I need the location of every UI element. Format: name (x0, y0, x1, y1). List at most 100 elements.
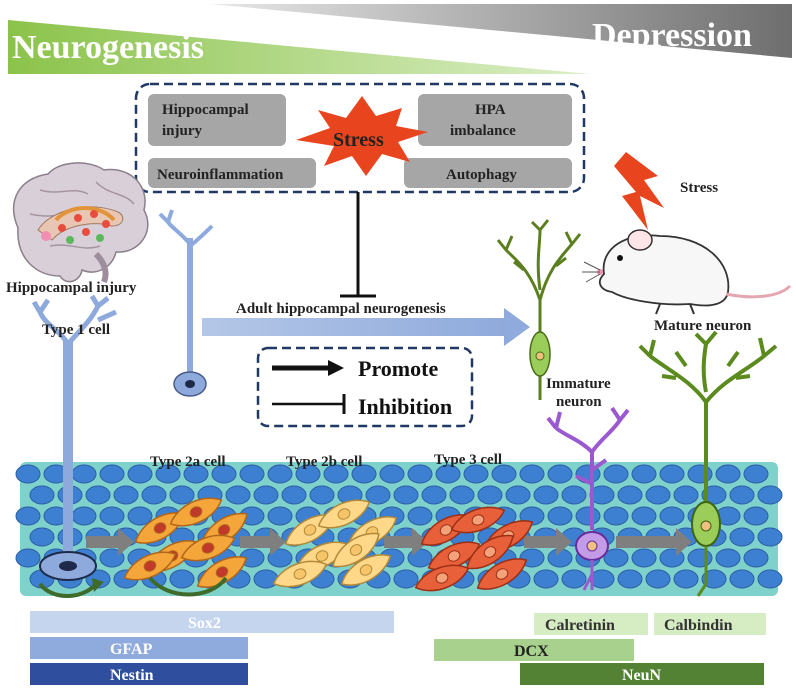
tissue-cell (309, 485, 335, 505)
marker-bar-sox2 (30, 611, 394, 633)
marker-label-dcx: DCX (514, 643, 549, 660)
tissue-cell (757, 569, 783, 589)
type2b-cells (272, 499, 398, 588)
tissue-cell (15, 506, 41, 526)
marker-bar-neun (520, 663, 764, 685)
tissue-cell (589, 569, 615, 589)
tissue-cell (491, 464, 517, 484)
progenitor-cell (466, 534, 514, 570)
tissue-cell (617, 569, 643, 589)
marker-bar-calretinin (534, 613, 648, 635)
tissue-cell (155, 464, 181, 484)
tissue-cell (631, 548, 657, 568)
tissue-cell (729, 569, 755, 589)
progenitor-cell (332, 532, 380, 568)
tissue-cell (715, 464, 741, 484)
marker-label-neun: NeuN (622, 667, 662, 684)
brain-illustration (13, 162, 149, 284)
tissue-cell (505, 485, 531, 505)
type3-cell-label: Type 3 cell (434, 452, 502, 468)
type2a-cycle-arrow (148, 576, 228, 597)
stage-arrow-2 (240, 528, 286, 556)
marker-bar-gfap (30, 637, 248, 659)
tissue-cell (547, 506, 573, 526)
green-neuron-small (496, 219, 582, 400)
marker-label-sox2: Sox2 (188, 615, 221, 632)
tissue-cell (295, 464, 321, 484)
progenitor-cell (272, 560, 328, 588)
tissue-cell (603, 464, 629, 484)
tissue-cell (519, 464, 545, 484)
progenitor-cell (450, 506, 506, 534)
tissue-cell (183, 464, 209, 484)
marker-bar-nestin (30, 663, 248, 685)
tissue-cell (29, 527, 55, 547)
progenitor-cell (317, 499, 371, 529)
tissue-cell (673, 485, 699, 505)
tissue-cell (603, 506, 629, 526)
tissue-cell (533, 569, 559, 589)
tissue-cell (659, 464, 685, 484)
tissue-cell (267, 506, 293, 526)
tissue-cell (631, 506, 657, 526)
adult-neurogenesis-label: Adult hippocampal neurogenesis (236, 301, 446, 317)
depression-label: Depression (592, 17, 752, 54)
hippocampal-injury-label: Hippocampal injury (6, 280, 137, 296)
factor-label-hpa-1: HPA (475, 102, 506, 118)
tissue-cell (239, 464, 265, 484)
tissue-cell (113, 485, 139, 505)
tissue-cell (617, 485, 643, 505)
tissue-cell (393, 485, 419, 505)
tissue-cell (631, 464, 657, 484)
tissue-cell (743, 464, 769, 484)
tissue-cell (85, 485, 111, 505)
tissue-cell (673, 569, 699, 589)
mouse-stress-label: Stress (680, 180, 718, 196)
type2a-cell-label: Type 2a cell (150, 454, 226, 470)
tissue-cell (407, 506, 433, 526)
tissue-cell (169, 485, 195, 505)
tissue-cell (687, 548, 713, 568)
immature-neuron-label-1: Immature (546, 376, 611, 392)
type2b-cell-label: Type 2b cell (286, 454, 362, 470)
tissue-cell (379, 464, 405, 484)
neurogenesis-flow-arrow (202, 308, 530, 346)
factor-label-hpa-2: imbalance (450, 123, 516, 139)
factor-label-autophagy: Autophagy (446, 167, 517, 183)
tissue-cell (561, 485, 587, 505)
tissue-cell (757, 527, 783, 547)
tissue-cell (127, 506, 153, 526)
stage-arrow-4 (524, 528, 572, 556)
neurogenesis-label: Neurogenesis (12, 29, 204, 66)
tissue-cell (323, 464, 349, 484)
tissue-cell (281, 485, 307, 505)
neurogenesis-wedge (8, 20, 590, 74)
tissue-cell (351, 464, 377, 484)
tissue-cell (477, 485, 503, 505)
immature-neuron-label-2: neuron (556, 394, 602, 410)
depression-wedge (210, 4, 792, 58)
tissue-cell (449, 485, 475, 505)
factor-box-hippocampal-injury (148, 94, 286, 146)
progenitor-cell (123, 551, 177, 581)
stress-center-label: Stress (333, 129, 384, 151)
marker-label-calbindin: Calbindin (664, 617, 733, 634)
tissue-cell (225, 485, 251, 505)
tissue-cell (71, 506, 97, 526)
type1-cell-label: Type 1 cell (42, 322, 110, 338)
stage-arrow-3 (384, 528, 428, 556)
tissue-cell (561, 569, 587, 589)
marker-bar-dcx (434, 639, 634, 661)
tissue-cell (757, 485, 783, 505)
factor-box-autophagy (404, 158, 572, 188)
tissue-cell (127, 464, 153, 484)
tissue-cell (29, 485, 55, 505)
type1-radial-glia (31, 294, 118, 598)
legend-promote-label: Promote (358, 356, 438, 381)
progenitor-cell (180, 534, 236, 562)
tissue-cell (603, 548, 629, 568)
tissue-cell (533, 485, 559, 505)
stage-arrows (86, 528, 692, 556)
tissue-cell (729, 527, 755, 547)
